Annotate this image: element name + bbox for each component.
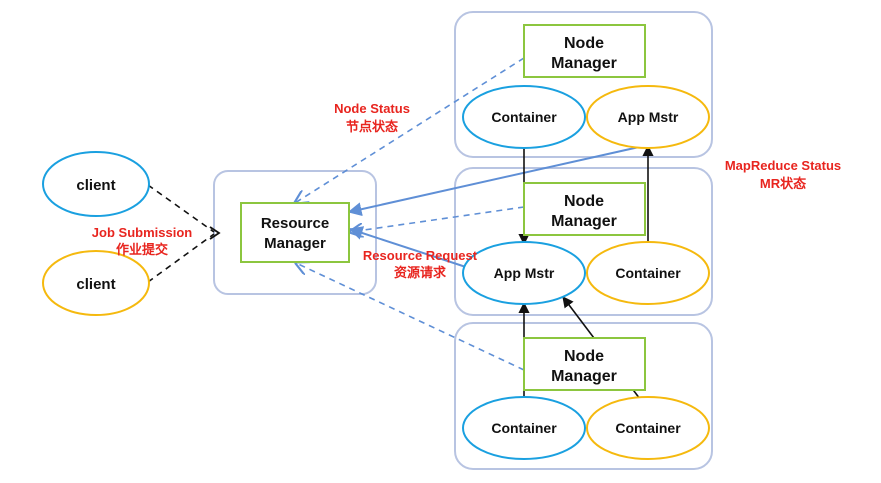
- node-manager-label-line2: Manager: [551, 55, 617, 72]
- container-ellipse: [462, 85, 586, 149]
- app-master-label: App Mstr: [494, 265, 555, 281]
- resource-manager: Resource Manager: [240, 202, 350, 263]
- container-ellipse: [462, 396, 586, 460]
- container-label: Container: [491, 420, 557, 436]
- client-label: client: [76, 276, 115, 293]
- node-manager-box: [523, 24, 646, 78]
- resource-manager-box: [240, 202, 350, 263]
- client-ellipse: [42, 151, 150, 217]
- node-manager-3: Node Manager Container Container: [462, 337, 710, 460]
- node-status-arrow-2: [350, 206, 525, 232]
- node-manager-label-line1: Node: [564, 348, 604, 365]
- client-ellipse: [42, 250, 150, 316]
- container-ellipse: [586, 396, 710, 460]
- container-label: Container: [491, 109, 557, 125]
- client-1: client: [42, 151, 150, 217]
- container-label: Container: [615, 265, 681, 281]
- container-label: Container: [615, 420, 681, 436]
- app-master-ellipse: [462, 241, 586, 305]
- submission-connector-2: [147, 233, 215, 283]
- node-status-label-zh: 节点状态: [346, 119, 398, 134]
- resource-request-arrow: [348, 226, 476, 271]
- node-manager-label-line2: Manager: [551, 368, 617, 385]
- node-status-arrow-1: [295, 57, 525, 203]
- app-master-ellipse: [586, 85, 710, 149]
- container-ellipse: [586, 241, 710, 305]
- node-manager-label-line1: Node: [564, 35, 604, 52]
- resource-request-label: Resource Request: [363, 248, 478, 263]
- mapreduce-status-label: MapReduce Status: [725, 158, 841, 173]
- submission-connector-1: [147, 184, 215, 233]
- job-submission-label: Job Submission: [92, 225, 192, 240]
- node-manager-1: Node Manager Container App Mstr: [462, 24, 710, 149]
- node-status-arrow-3: [296, 263, 525, 371]
- resource-request-label-zh: 资源请求: [394, 265, 447, 280]
- node-manager-2: Node Manager App Mstr Container: [462, 182, 710, 305]
- mapreduce-status-label-zh: MR状态: [760, 176, 806, 191]
- node-manager-box: [523, 337, 646, 391]
- node-manager-label-line1: Node: [564, 193, 604, 210]
- job-submission-label-zh: 作业提交: [116, 242, 168, 257]
- node-status-label: Node Status: [334, 101, 410, 116]
- node-manager-label-line2: Manager: [551, 213, 617, 230]
- client-label: client: [76, 177, 115, 194]
- app-master-label: App Mstr: [618, 109, 679, 125]
- resource-manager-label-line2: Manager: [264, 235, 326, 252]
- node-manager-box: [523, 182, 646, 236]
- mapreduce-status-arrow: [347, 144, 649, 217]
- client-2: client: [42, 250, 150, 316]
- resource-manager-label-line1: Resource: [261, 215, 329, 232]
- submission-arrowhead: [209, 226, 221, 240]
